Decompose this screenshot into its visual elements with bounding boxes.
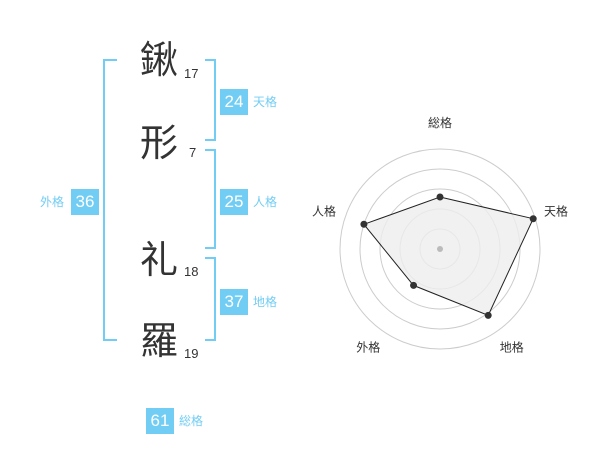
chikaku-value: 37 bbox=[220, 289, 248, 315]
radar-point-3 bbox=[484, 311, 492, 319]
radar-point-2 bbox=[529, 215, 537, 223]
radar-axis-label-3: 地格 bbox=[500, 340, 524, 355]
radar-axis-label-4: 外格 bbox=[356, 340, 380, 355]
radar-axis-label-5: 人格 bbox=[312, 203, 336, 218]
chikaku-label: 地格 bbox=[253, 295, 278, 309]
gaikaku-label: 外格 bbox=[40, 195, 65, 209]
tenkaku-bracket bbox=[205, 59, 216, 141]
radar-center bbox=[437, 246, 443, 252]
name-char-2: 形 bbox=[140, 121, 179, 165]
chikaku-bracket bbox=[205, 257, 216, 341]
radar-ring-5 bbox=[339, 148, 541, 350]
name-char-3: 礼 bbox=[140, 238, 179, 282]
jinkaku-label: 人格 bbox=[253, 195, 278, 209]
stroke-count-1: 17 bbox=[184, 66, 199, 81]
name-char-1: 鍬 bbox=[140, 38, 179, 82]
tenkaku-label: 天格 bbox=[253, 95, 278, 109]
radar-point-5 bbox=[360, 220, 368, 228]
jinkaku-bracket bbox=[205, 149, 216, 249]
soukaku-label: 総格 bbox=[179, 414, 204, 428]
radar-point-1 bbox=[436, 193, 444, 201]
gaikaku-bracket bbox=[103, 59, 117, 341]
radar-point-4 bbox=[410, 281, 418, 289]
soukaku-value: 61 bbox=[146, 408, 174, 434]
radar-area bbox=[363, 196, 534, 316]
jinkaku-value: 25 bbox=[220, 189, 248, 215]
stroke-count-2: 7 bbox=[189, 145, 197, 160]
stroke-count-3: 18 bbox=[184, 264, 199, 279]
stroke-count-4: 19 bbox=[184, 346, 199, 361]
radar-ring-4 bbox=[359, 168, 521, 330]
name-char-4: 羅 bbox=[140, 319, 179, 363]
gaikaku-value: 36 bbox=[71, 189, 99, 215]
tenkaku-value: 24 bbox=[220, 89, 248, 115]
radar-axis-label-2: 天格 bbox=[544, 203, 568, 218]
radar-axis-label-1: 総格 bbox=[428, 115, 452, 130]
